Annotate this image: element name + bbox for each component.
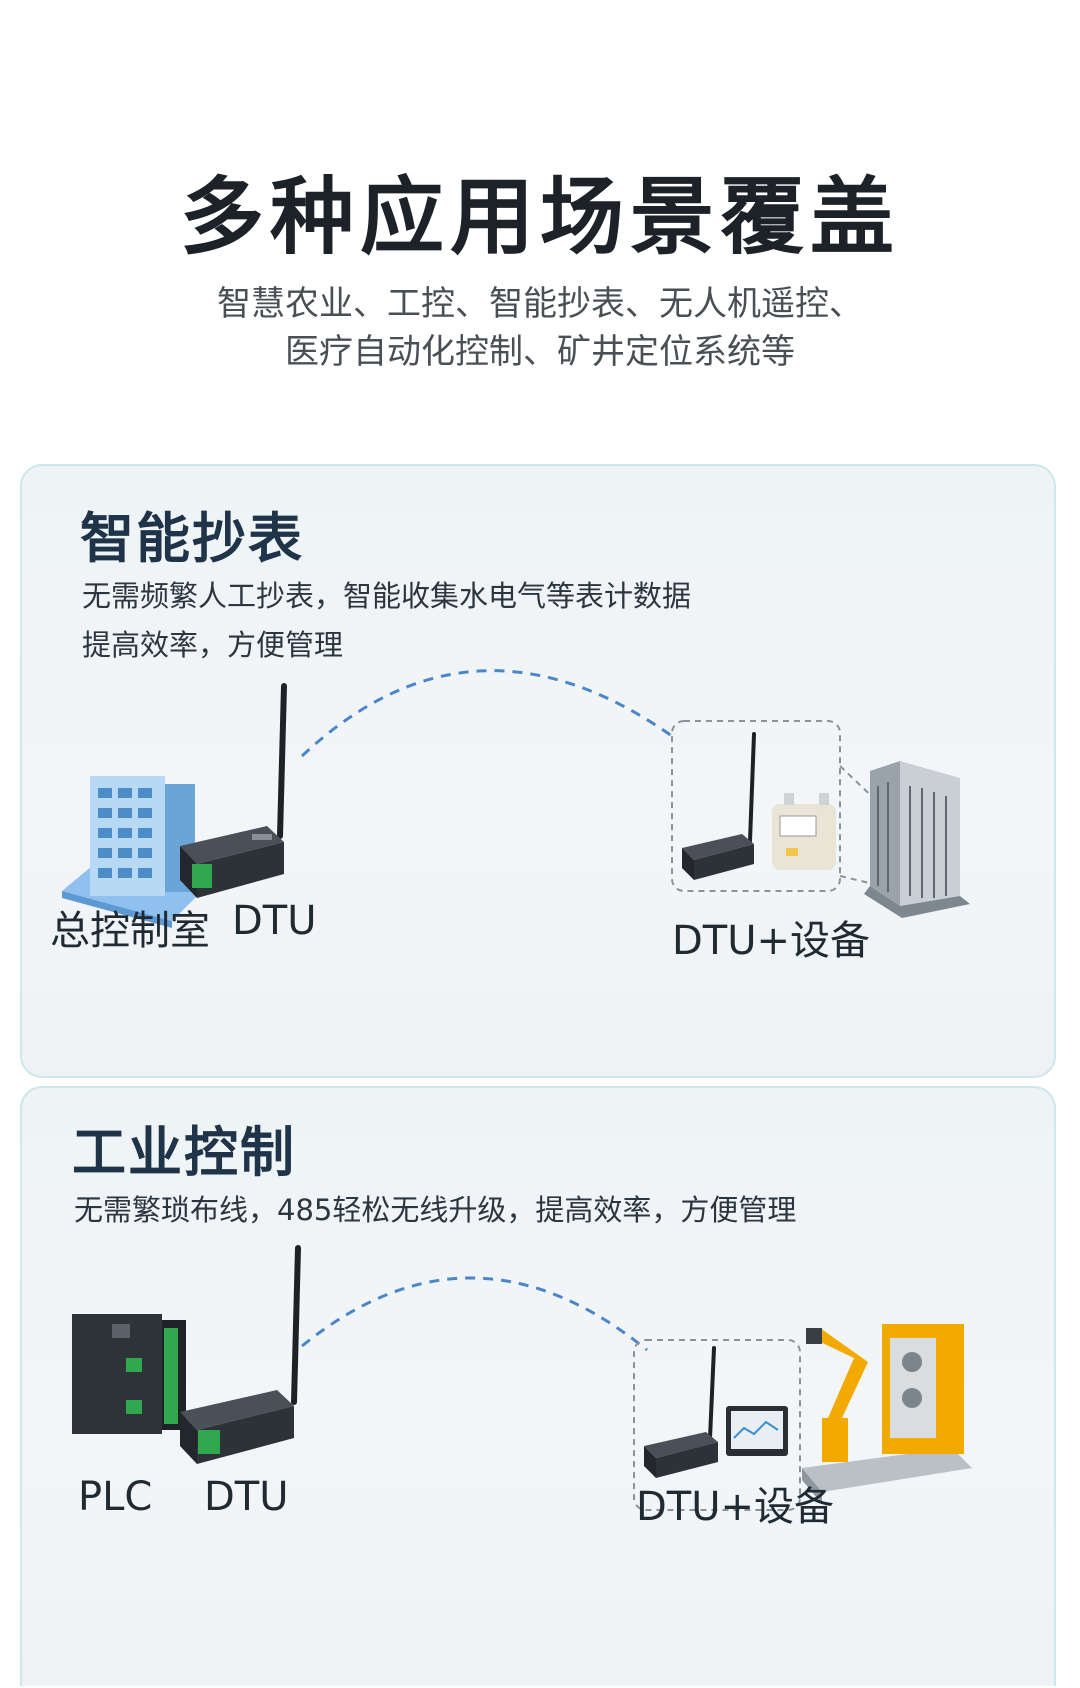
small-dtu-icon [644, 1346, 718, 1478]
device-group-frame [671, 720, 841, 892]
dtu-device-icon [180, 1245, 301, 1464]
industrial-control-card: 工业控制 无需繁琐布线，485轻松无线升级，提高效率，方便管理 [20, 1086, 1056, 1686]
industrial-illustration [72, 1245, 972, 1511]
card-description-line-1: 无需繁琐布线，485轻松无线升级，提高效率，方便管理 [74, 1193, 797, 1227]
page-subtitle: 智慧农业、工控、智能抄表、无人机遥控、 医疗自动化控制、矿井定位系统等 [0, 280, 1080, 376]
card-title: 工业控制 [72, 1121, 296, 1184]
smart-meter-illustration [62, 669, 970, 928]
subtitle-line-2: 医疗自动化控制、矿井定位系统等 [285, 332, 795, 372]
dtu-label: DTU [232, 898, 317, 944]
control-room-label: 总控制室 [50, 908, 210, 954]
card-title: 智能抄表 [80, 507, 304, 570]
dtu-device-label: DTU+设备 [636, 1484, 835, 1530]
wireless-link-dashed [301, 1276, 648, 1352]
card-description-line-2: 提高效率，方便管理 [82, 628, 344, 662]
page-title: 多种应用场景覆盖 [179, 168, 900, 266]
small-dtu-icon [682, 732, 756, 880]
dtu-label: DTU [204, 1474, 289, 1520]
hmi-screen-icon [726, 1406, 788, 1456]
dtu-device-icon [180, 683, 287, 898]
smart-meter-card: 智能抄表 无需频繁人工抄表，智能收集水电气等表计数据 提高效率，方便管理 [20, 464, 1056, 1078]
gas-meter-icon [772, 793, 836, 870]
control-room-building-icon [62, 776, 202, 928]
plc-device-icon [72, 1314, 186, 1434]
subtitle-line-1: 智慧农业、工控、智能抄表、无人机遥控、 [217, 284, 863, 324]
card-description-line-1: 无需频繁人工抄表，智能收集水电气等表计数据 [82, 579, 692, 613]
office-building-icon [864, 761, 970, 918]
device-group-frame [633, 1339, 801, 1511]
wireless-link-dashed [300, 669, 673, 758]
dtu-device-label: DTU+设备 [672, 918, 871, 964]
plc-label: PLC [78, 1474, 153, 1520]
industrial-robot-icon [802, 1324, 972, 1504]
